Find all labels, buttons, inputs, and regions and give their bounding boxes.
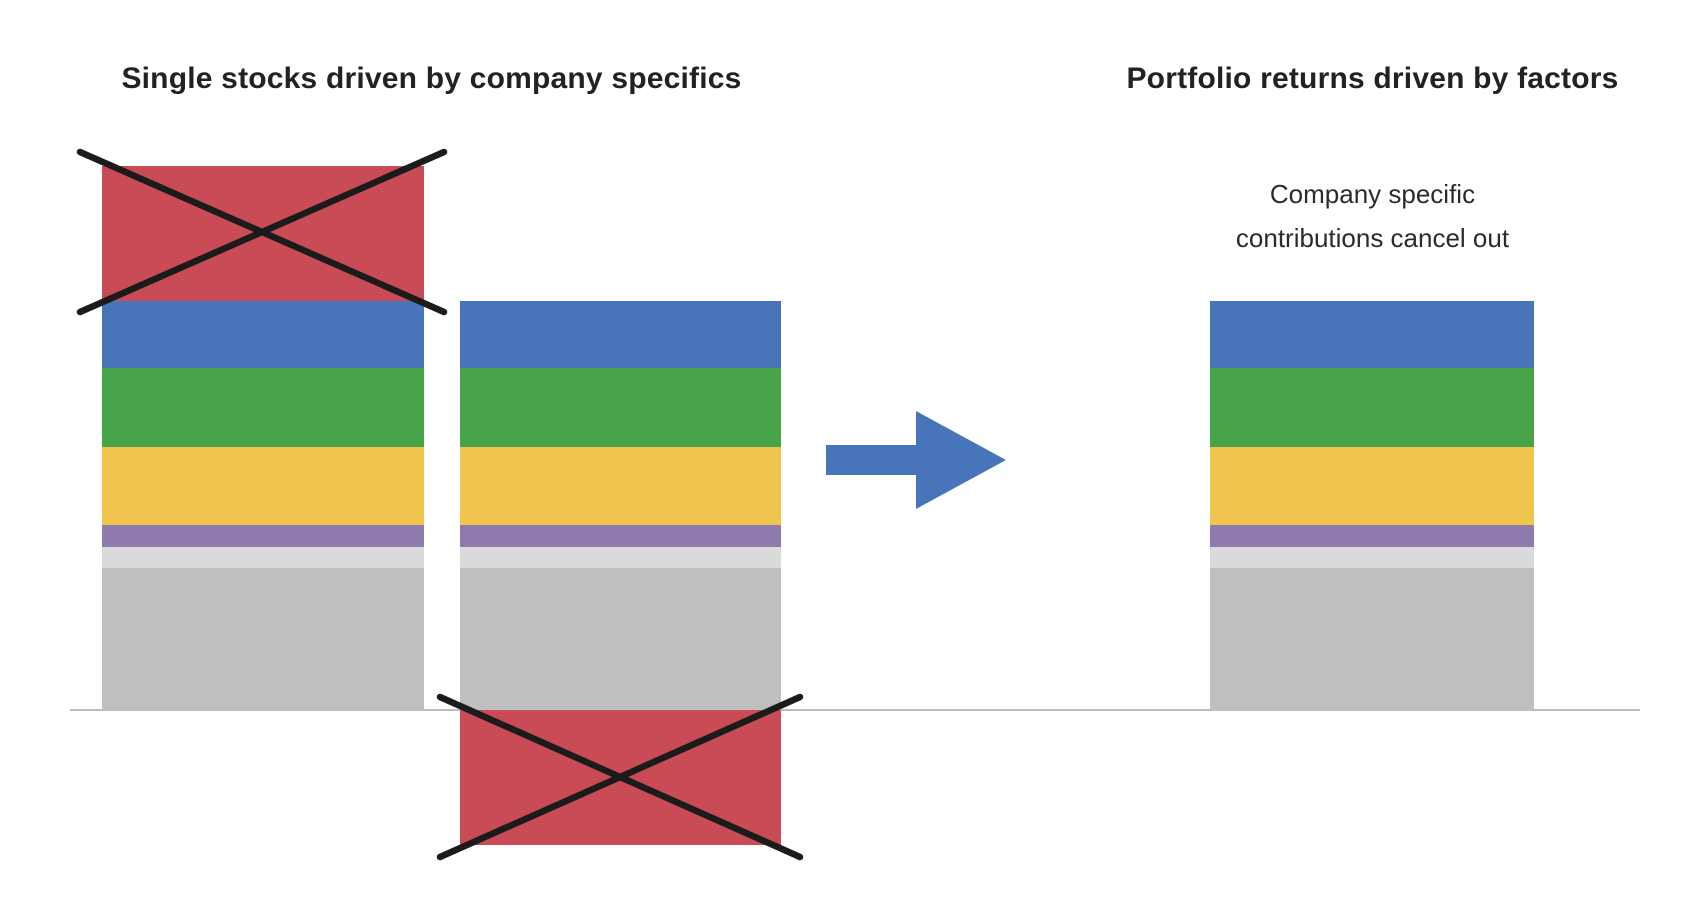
stacked-bar-single-stock-1 (102, 166, 424, 710)
bar-segment-lightgray (102, 547, 424, 568)
stacked-bar-portfolio (1210, 301, 1534, 710)
right-arrow-shape (826, 411, 1006, 509)
annotation-line-2: contributions cancel out (1235, 223, 1510, 253)
bar-segment-blue (460, 301, 781, 368)
bar-segment-blue (102, 301, 424, 368)
annotation-line-1: Company specific (1269, 179, 1476, 209)
right-panel-title: Portfolio returns driven by factors (1126, 62, 1619, 95)
bar-segment-green (460, 368, 781, 447)
left-panel-title: Single stocks driven by company specific… (121, 62, 742, 95)
bar-segment-green (1210, 368, 1534, 447)
cancel-out-annotation: Company specific contributions cancel ou… (1100, 172, 1645, 260)
bar-segment-lightgray (1210, 547, 1534, 568)
stacked-bar-single-stock-2 (460, 301, 781, 845)
cross-out-x-icon (436, 693, 804, 861)
bar-segment-blue (1210, 301, 1534, 368)
bar-segment-yellow (460, 447, 781, 525)
bar-segment-purple (102, 525, 424, 547)
zero-baseline (70, 709, 1640, 711)
cross-out-x-icon (76, 148, 448, 316)
bar-segment-gray (460, 568, 781, 710)
bar-segment-yellow (1210, 447, 1534, 525)
bar-segment-gray (1210, 568, 1534, 710)
bar-segment-lightgray (460, 547, 781, 568)
bar-segment-purple (460, 525, 781, 547)
bar-segment-green (102, 368, 424, 447)
bar-segment-gray (102, 568, 424, 710)
bar-segment-purple (1210, 525, 1534, 547)
bar-segment-yellow (102, 447, 424, 525)
right-arrow-icon (826, 411, 1006, 509)
